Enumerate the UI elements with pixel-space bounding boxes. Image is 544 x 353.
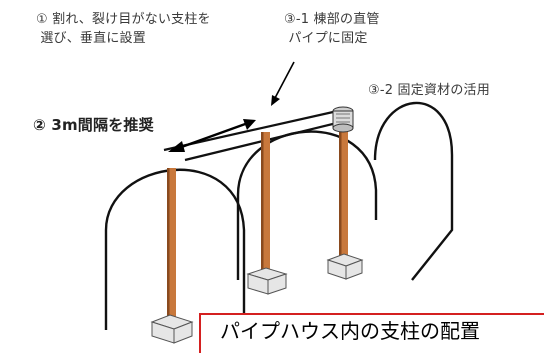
middle-arch xyxy=(236,130,378,280)
caption-title: パイプハウス内の支柱の配置 xyxy=(220,319,480,343)
support-posts xyxy=(167,128,348,322)
annotation-spacing: ② 3m間隔を推奨 xyxy=(33,116,154,134)
annotation-fixing-material: ③-2 固定資材の活用 xyxy=(368,83,490,98)
fixing-clamp xyxy=(332,106,354,133)
annotation-ridge-fixing: ③-1 棟部の直管 パイプに固定 xyxy=(284,12,380,46)
greenhouse-arches xyxy=(104,101,454,348)
spacing-arrow xyxy=(168,119,256,152)
caption-box xyxy=(199,313,544,353)
post-front xyxy=(167,168,176,322)
rear-arch xyxy=(373,101,454,281)
post-middle xyxy=(261,132,270,272)
annotation-post-selection: ① 割れ、裂け目がない支柱を 選び、垂直に設置 xyxy=(36,12,211,46)
post-rear xyxy=(339,128,348,260)
post-bases xyxy=(150,253,364,344)
leader-arrow xyxy=(271,61,295,106)
